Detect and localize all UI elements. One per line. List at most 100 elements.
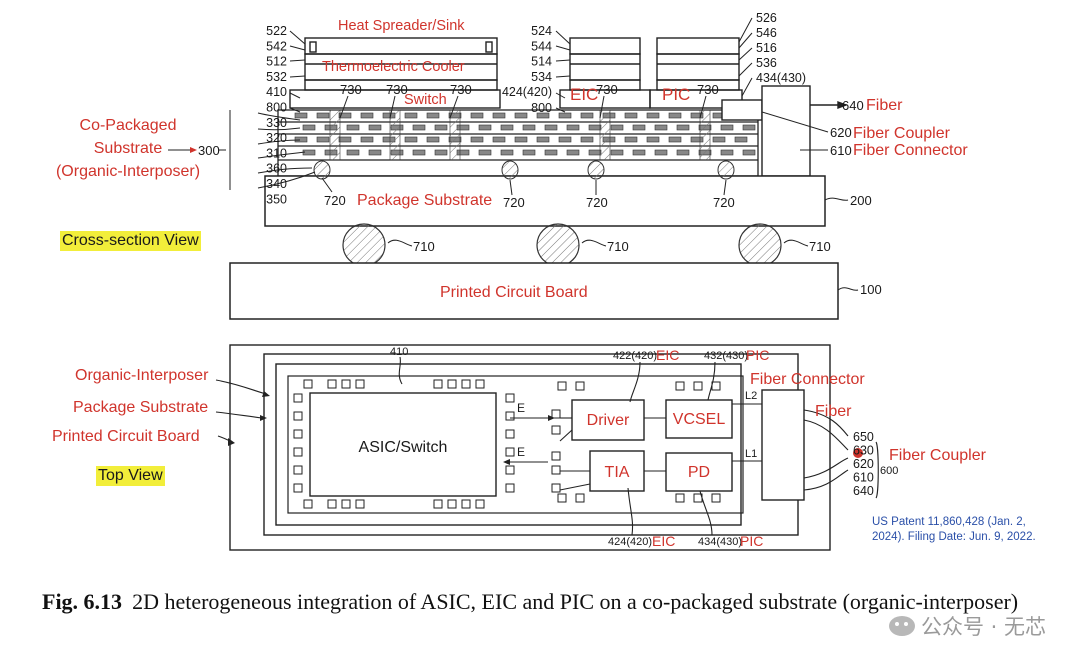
ref-100: 100 [860,282,882,297]
wechat-icon [888,616,915,636]
patent-diagram: Heat Spreader/Sink Thermoelectric Cooler… [52,11,987,551]
bond-pad [355,499,365,509]
ref-number: 532 [266,70,287,84]
via-pad [368,124,382,131]
eic-label: EIC [570,85,598,104]
asic-label: ASIC/Switch [359,439,448,456]
caption-text: 2D heterogeneous integration of ASIC, EI… [132,589,1019,614]
ref-720-b: 720 [503,195,525,210]
tv-fiber-coupler-label: Fiber Coupler [889,447,987,464]
e-label-bottom: E [517,445,525,459]
vcsel-block [665,399,733,439]
via-pad [404,112,418,119]
via-pad [544,124,558,131]
bond-pad [551,483,561,493]
pic-label: PIC [662,85,690,104]
ref-730-e: 730 [697,82,719,97]
via-pad [646,112,660,119]
bond-pad [551,409,561,419]
tv-pic-top: PIC [746,347,769,363]
bond-pad [505,393,515,403]
tv-fiber-connector-label: Fiber Connector [750,371,865,388]
patent-line-1: US Patent 11,860,428 (Jan. 2, [872,516,1026,528]
fiber-coupler-label: Fiber Coupler [853,125,951,142]
via-pad [668,136,682,143]
via-pad [580,136,594,143]
via-pad [338,136,352,143]
driver-label: Driver [587,412,630,429]
tv-ref-600: 600 [880,465,898,477]
ref-number: 522 [266,24,287,38]
via-pad [610,124,624,131]
ref-number: 330 [266,116,287,130]
via-column [699,109,711,161]
bond-pad [327,499,337,509]
ref-number: 424(420) [502,85,552,99]
fiber-label: Fiber [866,97,903,114]
printed-circuit-board [229,262,839,320]
bond-pad [551,451,561,461]
ref-number: 620 [853,457,874,471]
heat-spreader-label: Heat Spreader/Sink [338,18,465,34]
ref-number: 546 [756,26,777,40]
tv-fiber-label: Fiber [815,403,852,420]
via-pad [668,112,682,119]
ref-730-c: 730 [450,82,472,97]
leader-lines [168,17,859,291]
tv-organic-interposer-label: Organic-Interposer [75,367,209,384]
bond-pad [461,499,471,509]
via-pad [492,112,506,119]
bond-pad [293,465,303,475]
ref-720-a: 720 [324,193,346,208]
ref-number: 410 [266,85,287,99]
ref-number: 800 [266,101,287,115]
tv-ref-410: 410 [390,346,408,358]
via-pad [404,136,418,143]
tv-eic-bottom: EIC [652,533,675,549]
co-packaged-line2: Substrate [94,140,163,157]
tv-pic-bottom: PIC [740,533,763,549]
via-pad [522,149,536,156]
via-column [329,109,341,161]
bond-pad [557,381,567,391]
asic-block [309,392,497,497]
via-pad [624,136,638,143]
microbumps-720 [313,160,735,180]
bond-pad [675,381,685,391]
l1-label: L1 [745,448,757,460]
co-packaged-line1: Co-Packaged [80,117,177,134]
ref-640: 640 [842,98,864,113]
via-pad [346,124,360,131]
via-pad [558,136,572,143]
bond-pad [355,379,365,389]
via-pad [478,124,492,131]
bond-pad [505,447,515,457]
figure-number: Fig. 6.13 [42,589,123,614]
top-view-label: Top View [96,466,165,486]
ref-number: 514 [531,55,552,69]
via-pad [632,149,646,156]
e-label-top: E [517,401,525,415]
bond-pad [711,381,721,391]
bond-pad [461,379,471,389]
ref-number: 544 [531,39,552,53]
substrate-vias [294,109,756,161]
tv-ref-422: 422(420) [613,350,657,362]
pd-block [665,452,733,492]
heat-spreader-left [289,37,501,109]
via-pad [500,124,514,131]
tv-package-substrate-label: Package Substrate [73,399,208,416]
fiber-connector-block [721,85,848,177]
via-pad [742,124,756,131]
via-column [449,109,461,161]
bond-pad [575,493,585,503]
bond-pad [551,465,561,475]
switch-label: Switch [404,92,447,108]
tia-label: TIA [605,464,630,481]
bond-pad [575,381,585,391]
via-pad [558,112,572,119]
heat-spreader-right [649,37,743,109]
bond-pad [675,493,685,503]
bond-pad [341,499,351,509]
